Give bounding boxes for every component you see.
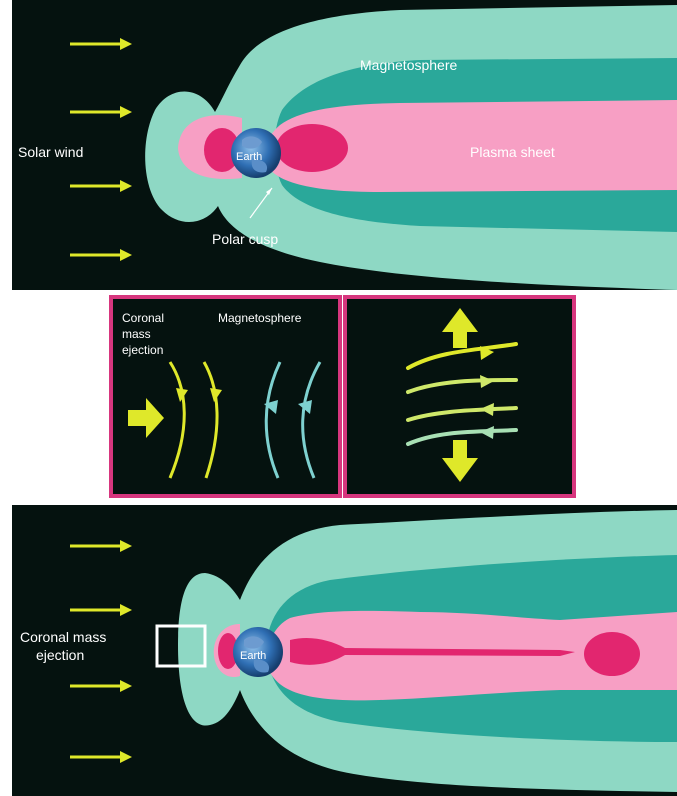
- bottom-panel: Earth Coronal mass ejection: [12, 505, 677, 796]
- bottom-earth: Earth: [233, 627, 283, 677]
- top-nightside-core: [276, 124, 348, 172]
- bottom-cme-label-line1: Coronal mass: [20, 629, 106, 645]
- inset-cme-label-line3: ejection: [122, 343, 163, 357]
- bottom-cme-label-line2: ejection: [36, 647, 84, 663]
- inset-right: [345, 297, 574, 496]
- inset-cme-label-line2: mass: [122, 327, 151, 341]
- inset-magnetosphere-label: Magnetosphere: [218, 311, 302, 325]
- top-magnetosphere-label: Magnetosphere: [360, 57, 458, 73]
- inset-left: Coronal mass ejection Magnetosphere: [111, 297, 340, 496]
- polar-cusp-label: Polar cusp: [212, 231, 278, 247]
- plasma-sheet-label: Plasma sheet: [470, 144, 555, 160]
- inset-cme-label-line1: Coronal: [122, 311, 164, 325]
- solar-wind-label: Solar wind: [18, 144, 83, 160]
- bottom-plasmoid-core: [584, 632, 640, 676]
- bottom-earth-label: Earth: [240, 650, 266, 662]
- top-earth-label: Earth: [236, 151, 262, 163]
- top-earth: Earth: [231, 128, 281, 178]
- top-panel: Earth Magnetosphere Plasma sheet Solar w…: [12, 0, 677, 290]
